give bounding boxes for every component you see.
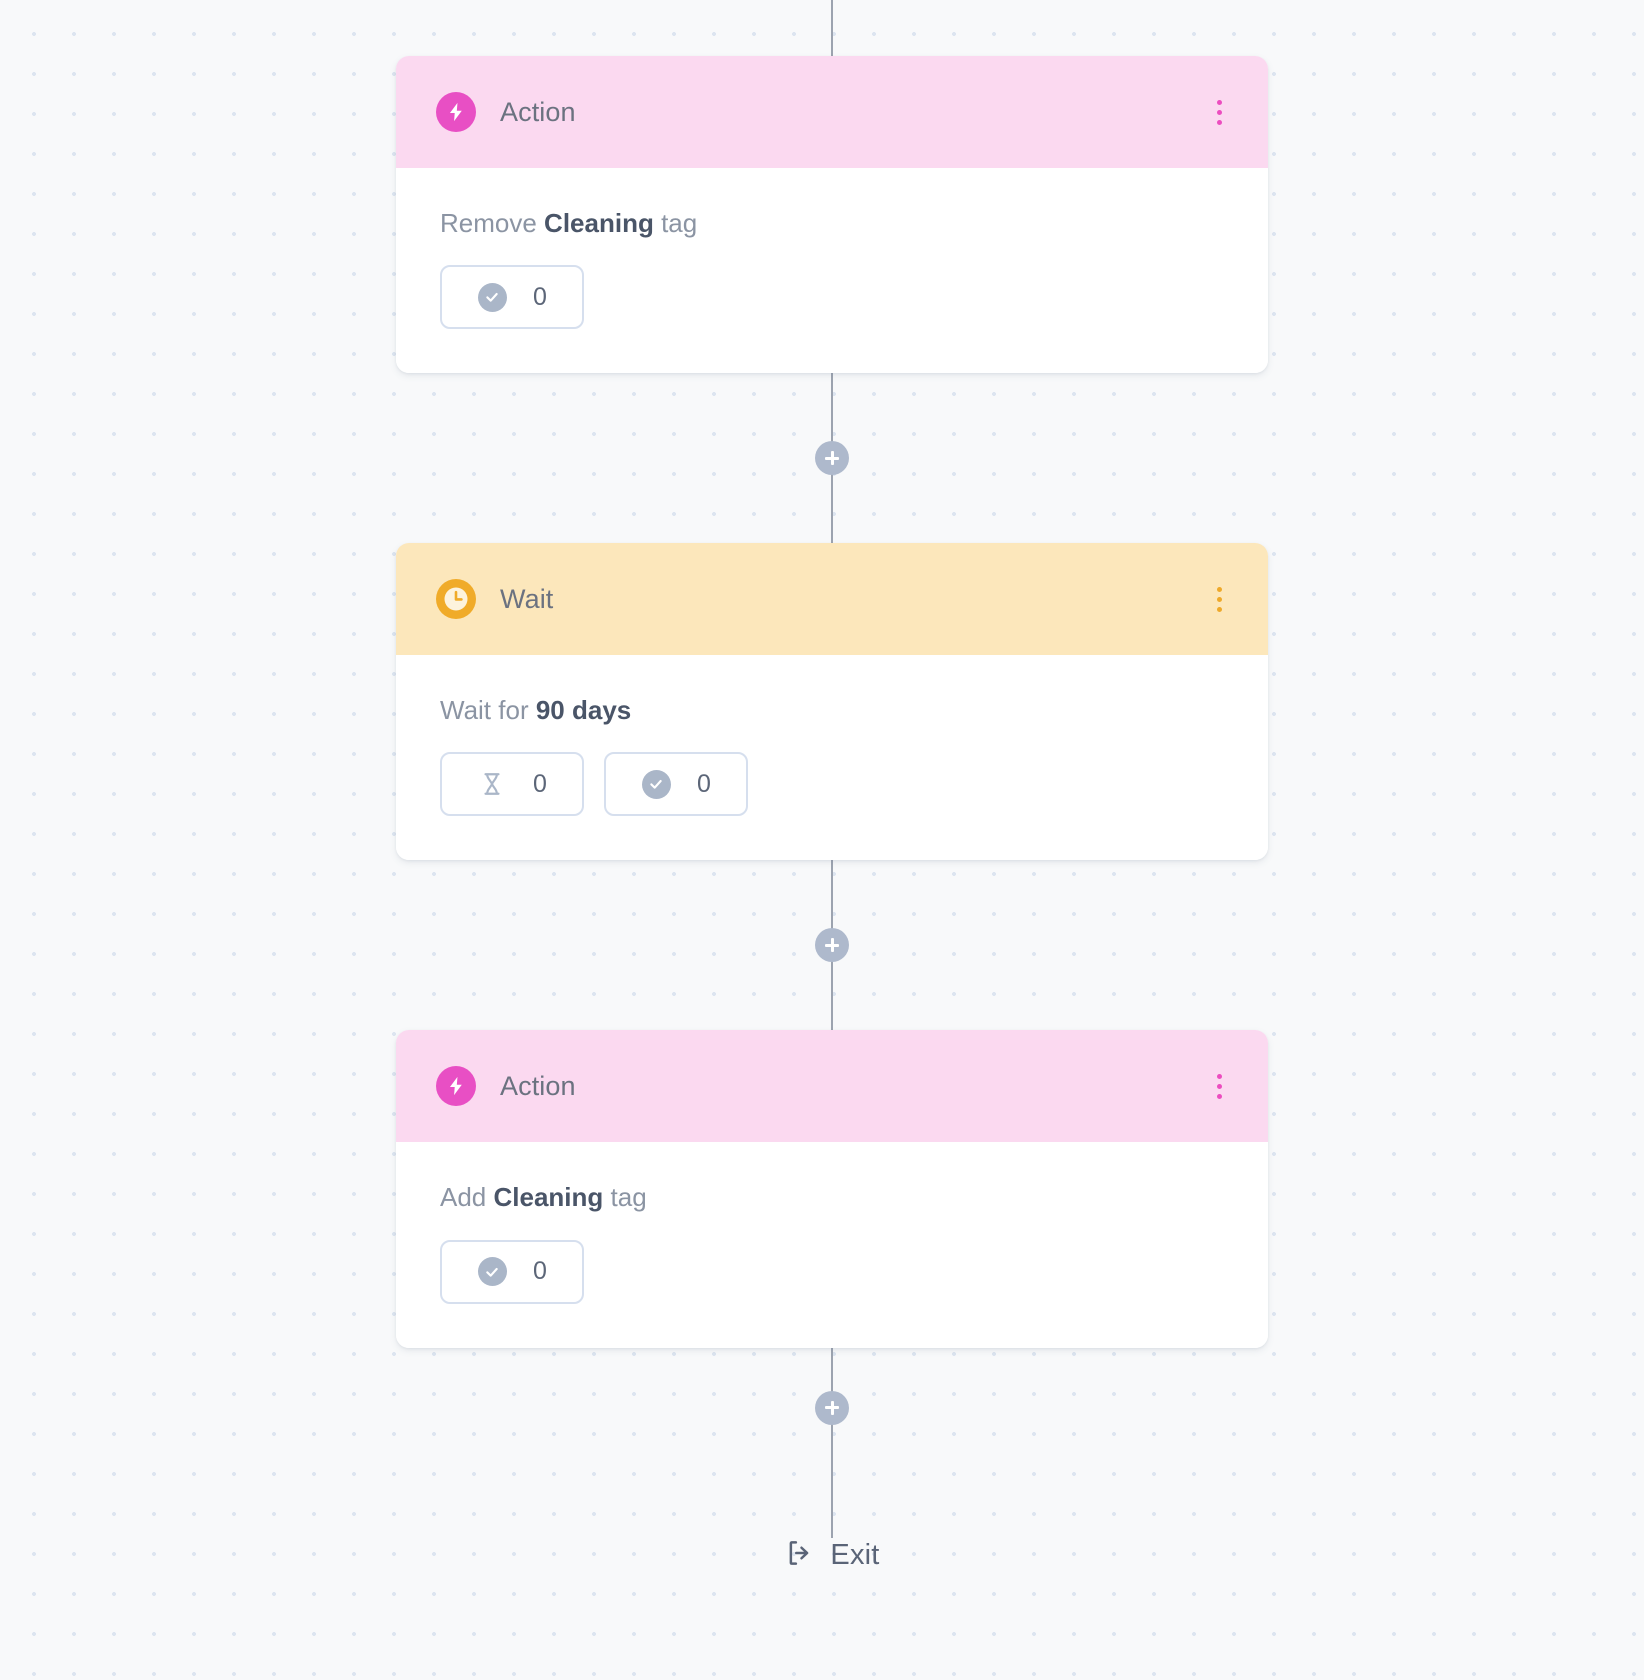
kebab-dot	[1216, 119, 1222, 125]
kebab-dot	[1216, 596, 1222, 602]
node-description: Remove Cleaning tag	[440, 208, 1228, 239]
kebab-dot	[1216, 586, 1222, 592]
node-title: Wait	[500, 583, 554, 614]
description-emphasis: Cleaning	[544, 208, 654, 238]
workflow-node-wait[interactable]: Wait Wait for 90 days	[396, 543, 1268, 861]
workflow-flow-column: Action Remove Cleaning tag	[396, 0, 1268, 1573]
lightning-bolt-icon	[436, 92, 476, 132]
kebab-dot	[1216, 1093, 1222, 1099]
add-step-button[interactable]	[815, 1390, 849, 1425]
kebab-dot	[1216, 1083, 1222, 1089]
node-body: Add Cleaning tag 0	[396, 1142, 1268, 1348]
connector-line	[831, 0, 833, 56]
node-menu-button[interactable]	[1204, 94, 1234, 130]
kebab-dot	[1216, 109, 1222, 115]
description-prefix: Add	[440, 1182, 494, 1213]
description-suffix: tag	[603, 1182, 647, 1213]
node-title: Action	[500, 1070, 576, 1101]
exit-icon	[784, 1538, 814, 1573]
node-stats: 0	[440, 265, 1228, 330]
check-circle-icon	[477, 1257, 507, 1287]
description-prefix: Remove	[440, 208, 545, 238]
description-emphasis: 90 days	[535, 695, 632, 726]
stat-value: 0	[533, 1257, 547, 1286]
description-suffix: tag	[653, 208, 698, 238]
hourglass-icon	[477, 769, 507, 799]
description-prefix: Wait for	[440, 695, 536, 726]
node-body: Wait for 90 days 0	[396, 655, 1268, 861]
check-circle-icon	[641, 769, 671, 799]
node-header: Action	[396, 56, 1268, 168]
node-menu-button[interactable]	[1204, 1068, 1234, 1104]
node-description: Add Cleaning tag	[440, 1182, 1228, 1213]
stat-completed-chip[interactable]: 0	[440, 265, 584, 330]
node-body: Remove Cleaning tag 0	[396, 168, 1268, 374]
node-header: Action	[396, 1030, 1268, 1143]
clock-icon	[436, 579, 476, 620]
connector-to-exit	[396, 1467, 1268, 1538]
workflow-node-action-remove-tag[interactable]: Action Remove Cleaning tag	[396, 56, 1268, 374]
exit-node[interactable]: Exit	[396, 1538, 1268, 1573]
connector-add-step-1	[396, 373, 1268, 544]
stat-waiting-chip[interactable]: 0	[440, 752, 584, 817]
connector-line	[831, 1467, 833, 1538]
check-circle-icon	[477, 282, 507, 312]
kebab-dot	[1216, 1073, 1222, 1079]
stat-value: 0	[533, 769, 547, 798]
node-stats: 0 0	[440, 752, 1228, 817]
description-emphasis: Cleaning	[493, 1182, 604, 1213]
node-menu-button[interactable]	[1204, 581, 1234, 617]
stat-completed-chip[interactable]: 0	[440, 1239, 584, 1304]
connector-add-step-3	[396, 1347, 1268, 1468]
kebab-dot	[1216, 606, 1222, 612]
stat-value: 0	[533, 282, 547, 311]
connector-add-step-2	[396, 860, 1268, 1031]
node-description: Wait for 90 days	[440, 695, 1228, 726]
stat-completed-chip[interactable]: 0	[604, 752, 748, 817]
workflow-node-action-add-tag[interactable]: Action Add Cleaning tag	[396, 1030, 1268, 1348]
lightning-bolt-icon	[436, 1066, 476, 1107]
exit-label: Exit	[830, 1538, 880, 1571]
kebab-dot	[1216, 99, 1222, 105]
add-step-button[interactable]	[815, 928, 849, 963]
stat-value: 0	[697, 769, 711, 798]
node-header: Wait	[396, 543, 1268, 656]
add-step-button[interactable]	[815, 441, 849, 476]
node-stats: 0	[440, 1239, 1228, 1304]
connector-top	[396, 0, 1268, 56]
node-title: Action	[500, 96, 576, 127]
